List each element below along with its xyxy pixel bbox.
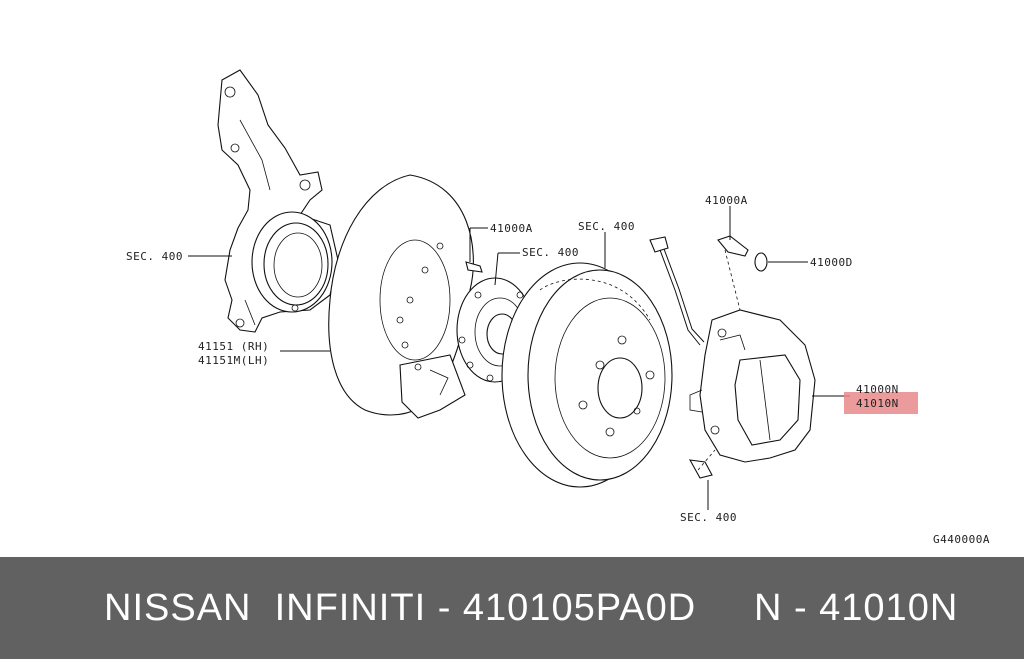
label-bolt-41000a-right: 41000A	[705, 194, 748, 207]
brake-hose	[649, 236, 705, 346]
footer-banner: NISSAN INFINITI - 410105PA0D N - 41010N	[0, 557, 1024, 659]
washer-41000d	[754, 252, 768, 272]
label-sec400-knuckle: SEC. 400	[126, 250, 183, 263]
label-washer-41000d: 41000D	[810, 256, 853, 269]
steering-knuckle	[217, 69, 339, 333]
brake-rotor	[501, 262, 673, 488]
parts-diagram: SEC. 400 41151 (RH) 41151M(LH) 41000A SE…	[126, 69, 990, 546]
label-pad-41010n: 41010N	[856, 397, 899, 410]
figure-code: G440000A	[933, 533, 990, 546]
label-sec400-hub: SEC. 400	[522, 246, 579, 259]
part-highlight	[844, 392, 918, 414]
dust-shield	[328, 174, 474, 419]
bolt-41000a-left	[465, 261, 483, 273]
label-sec400-bottom: SEC. 400	[680, 511, 737, 524]
brake-caliper	[689, 309, 816, 463]
label-caliper-41000n: 41000N	[856, 383, 899, 396]
bolt-41000a-right	[717, 235, 749, 311]
bolt-bottom	[688, 449, 716, 479]
label-sec400-rotor: SEC. 400	[578, 220, 635, 233]
label-bolt-41000a-left: 41000A	[490, 222, 533, 235]
leader-lines	[188, 206, 850, 510]
footer-part-text: NISSAN INFINITI - 410105PA0D N - 41010N	[104, 586, 959, 629]
label-shield-lh: 41151M(LH)	[198, 354, 269, 367]
label-shield-rh: 41151 (RH)	[198, 340, 269, 353]
